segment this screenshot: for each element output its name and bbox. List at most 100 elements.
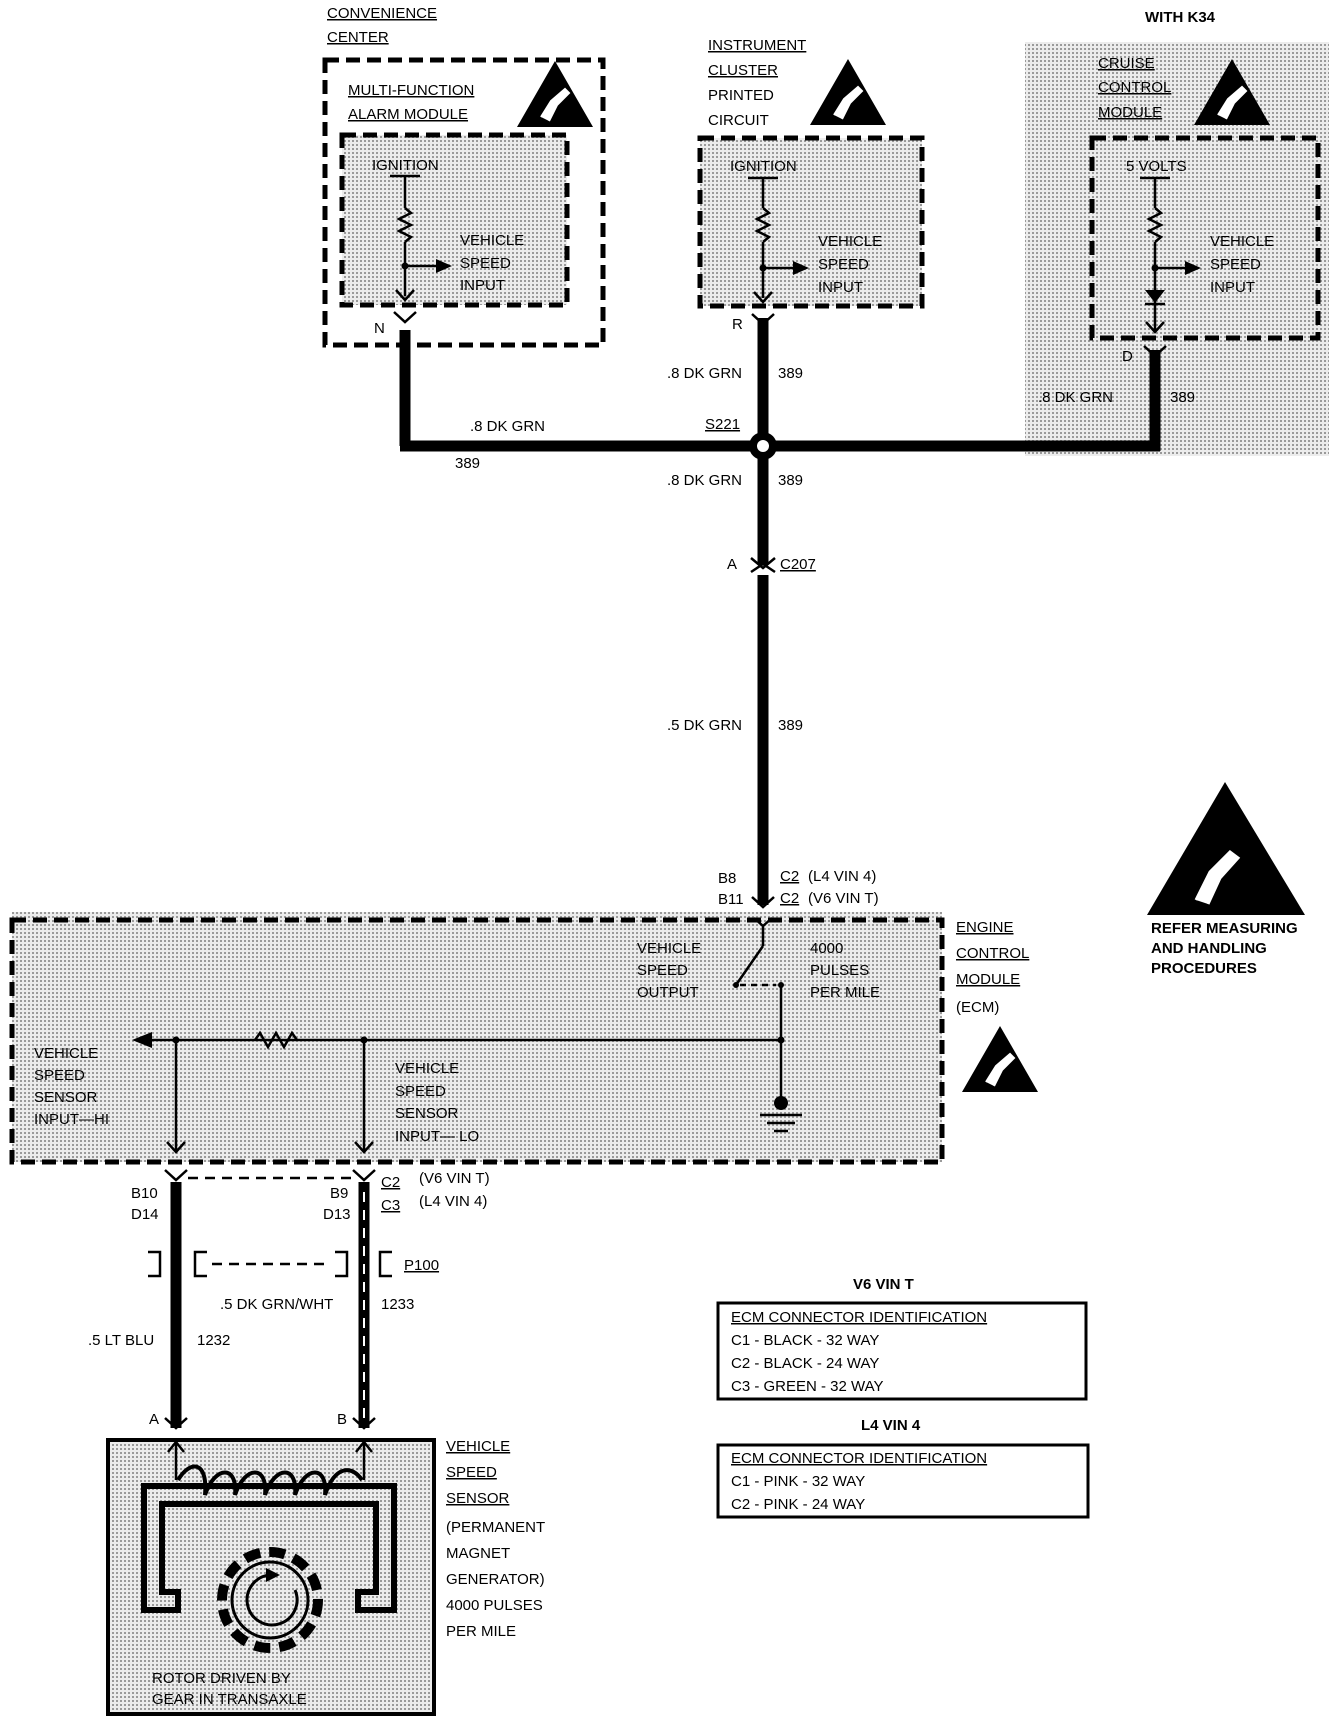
sensor-desc-line5: PER MILE bbox=[446, 1623, 516, 1640]
sensor-pin-b: B bbox=[337, 1411, 347, 1428]
cruise-shaded-area bbox=[1025, 42, 1329, 456]
arrow-right-icon bbox=[436, 259, 452, 273]
ecm-bottom-conn2: C3 bbox=[381, 1197, 400, 1214]
c207-name: C207 bbox=[780, 556, 816, 573]
cluster-pin: R bbox=[732, 316, 743, 333]
vss-hi-line2: SPEED bbox=[34, 1067, 85, 1084]
alarm-inner-box bbox=[339, 132, 570, 308]
cruise-supply: 5 VOLTS bbox=[1126, 158, 1187, 175]
cluster-title-line1: INSTRUMENT bbox=[708, 37, 806, 54]
ecm-module: ENGINE CONTROL MODULE (ECM) VEHICLE SPEE… bbox=[9, 917, 1039, 1165]
splice-down-gauge: .8 DK GRN bbox=[667, 472, 742, 489]
alarm-input-line3: INPUT bbox=[460, 277, 505, 294]
vss-lo-line3: SENSOR bbox=[395, 1105, 459, 1122]
alarm-input-line2: SPEED bbox=[460, 255, 511, 272]
rotation-arrow-icon bbox=[245, 1573, 299, 1627]
ecm-title-line1: ENGINE bbox=[956, 919, 1014, 936]
table-v6-row2: C2 - BLACK - 24 WAY bbox=[731, 1355, 879, 1372]
alarm-parent-line1: CONVENIENCE bbox=[327, 5, 437, 22]
trunk-gauge: .5 DK GRN bbox=[667, 717, 742, 734]
ecm-top-variant1: (L4 VIN 4) bbox=[808, 868, 876, 885]
table-l4-header: ECM CONNECTOR IDENTIFICATION bbox=[731, 1450, 987, 1467]
vss-lo-line4: INPUT— LO bbox=[395, 1128, 479, 1145]
alarm-title-line1: MULTI-FUNCTION bbox=[348, 82, 474, 99]
pulses-line2: PULSES bbox=[810, 962, 869, 979]
ecm-shaded-area bbox=[12, 912, 942, 1162]
magnet-frame bbox=[141, 1483, 397, 1613]
cluster-module: INSTRUMENT CLUSTER PRINTED CIRCUIT IGNIT… bbox=[697, 37, 925, 333]
splice-down-circuit: 389 bbox=[778, 472, 803, 489]
cluster-inner-box bbox=[697, 135, 925, 309]
cruise-input-line1: VEHICLE bbox=[1210, 233, 1274, 250]
cruise-module: CRUISE CONTROL MODULE 5 VOLTS VEHICLE SP… bbox=[1089, 55, 1321, 365]
sensor-desc-line4: 4000 PULSES bbox=[446, 1597, 543, 1614]
ecm-bottom-variant1: (V6 VIN T) bbox=[419, 1170, 490, 1187]
lt-blu-gauge: .5 LT BLU bbox=[88, 1332, 154, 1349]
alarm-module: CONVENIENCE CENTER MULTI-FUNCTION ALARM … bbox=[322, 5, 606, 348]
alarm-run-circuit: 389 bbox=[455, 455, 480, 472]
arrow-right-icon bbox=[793, 261, 809, 275]
esd-large-icon bbox=[1147, 782, 1305, 915]
ecm-top-pin2: B11 bbox=[718, 891, 744, 908]
table-v6-caption: V6 VIN T bbox=[853, 1276, 914, 1293]
trunk-circuit: 389 bbox=[778, 717, 803, 734]
vss-hi-line3: SENSOR bbox=[34, 1089, 98, 1106]
sensor-desc-line2: MAGNET bbox=[446, 1545, 510, 1562]
ecm-bottom-variant2: (L4 VIN 4) bbox=[419, 1193, 487, 1210]
cruise-title-line1: CRUISE bbox=[1098, 55, 1155, 72]
cruise-title-line2: CONTROL bbox=[1098, 79, 1171, 96]
alarm-parent-line2: CENTER bbox=[327, 29, 389, 46]
cruise-pin: D bbox=[1122, 348, 1133, 365]
cluster-supply: IGNITION bbox=[730, 158, 797, 175]
splice-label: S221 bbox=[705, 416, 740, 433]
with-k34-label: WITH K34 bbox=[1145, 9, 1216, 26]
cruise-input-line2: SPEED bbox=[1210, 256, 1261, 273]
alarm-run-gauge: .8 DK GRN bbox=[470, 418, 545, 435]
sensor-title-line3: SENSOR bbox=[446, 1490, 510, 1507]
cluster-shaded-area bbox=[700, 138, 922, 306]
c207-pin: A bbox=[727, 556, 737, 573]
table-l4-caption: L4 VIN 4 bbox=[861, 1417, 921, 1434]
rotor-line2: GEAR IN TRANSAXLE bbox=[152, 1691, 307, 1708]
sensor-desc-line1: (PERMANENT bbox=[446, 1519, 545, 1536]
table-l4-row2: C2 - PINK - 24 WAY bbox=[731, 1496, 865, 1513]
grn-wht-circuit: 1233 bbox=[381, 1296, 414, 1313]
ecm-top-conn1: C2 bbox=[780, 868, 799, 885]
esd-icon bbox=[961, 1025, 1039, 1093]
cruise-input-line3: INPUT bbox=[1210, 279, 1255, 296]
ecm-bottom-conn1: C2 bbox=[381, 1174, 400, 1191]
vss-lo-line1: VEHICLE bbox=[395, 1060, 459, 1077]
esd-note-line1: REFER MEASURING bbox=[1151, 920, 1298, 937]
p100-connector bbox=[148, 1250, 392, 1278]
table-v6: V6 VIN T ECM CONNECTOR IDENTIFICATION C1… bbox=[716, 1276, 1088, 1401]
ecm-abbr: (ECM) bbox=[956, 999, 999, 1016]
pulses-line3: PER MILE bbox=[810, 984, 880, 1001]
esd-warning: REFER MEASURING AND HANDLING PROCEDURES bbox=[1147, 782, 1305, 977]
cluster-title-line3: PRINTED bbox=[708, 87, 774, 104]
ground-icon bbox=[774, 1096, 788, 1110]
sensor-desc-line3: GENERATOR) bbox=[446, 1571, 545, 1588]
grn-wht-gauge: .5 DK GRN/WHT bbox=[220, 1296, 333, 1313]
alarm-supply: IGNITION bbox=[372, 157, 439, 174]
ecm-top-variant2: (V6 VIN T) bbox=[808, 890, 879, 907]
vso-line1: VEHICLE bbox=[637, 940, 701, 957]
arrow-right-icon bbox=[1185, 261, 1201, 275]
diode-icon bbox=[1145, 290, 1165, 303]
vss-hi-line1: VEHICLE bbox=[34, 1045, 98, 1062]
table-l4: L4 VIN 4 ECM CONNECTOR IDENTIFICATION C1… bbox=[716, 1417, 1090, 1519]
cluster-input-line1: VEHICLE bbox=[818, 233, 882, 250]
alarm-input-line1: VEHICLE bbox=[460, 232, 524, 249]
alarm-title-line2: ALARM MODULE bbox=[348, 106, 468, 123]
table-v6-row1: C1 - BLACK - 32 WAY bbox=[731, 1332, 879, 1349]
sensor-title-line1: VEHICLE bbox=[446, 1438, 510, 1455]
ecm-title-line2: CONTROL bbox=[956, 945, 1029, 962]
sensor-title-line2: SPEED bbox=[446, 1464, 497, 1481]
cluster-drop-circuit: 389 bbox=[778, 365, 803, 382]
pulses-line1: 4000 bbox=[810, 940, 843, 957]
esd-note-line3: PROCEDURES bbox=[1151, 960, 1257, 977]
rotor-line1: ROTOR DRIVEN BY bbox=[152, 1670, 291, 1687]
sensor-box bbox=[106, 1438, 436, 1716]
table-v6-header: ECM CONNECTOR IDENTIFICATION bbox=[731, 1309, 987, 1326]
vss-hi-line4: INPUT—HI bbox=[34, 1111, 109, 1128]
